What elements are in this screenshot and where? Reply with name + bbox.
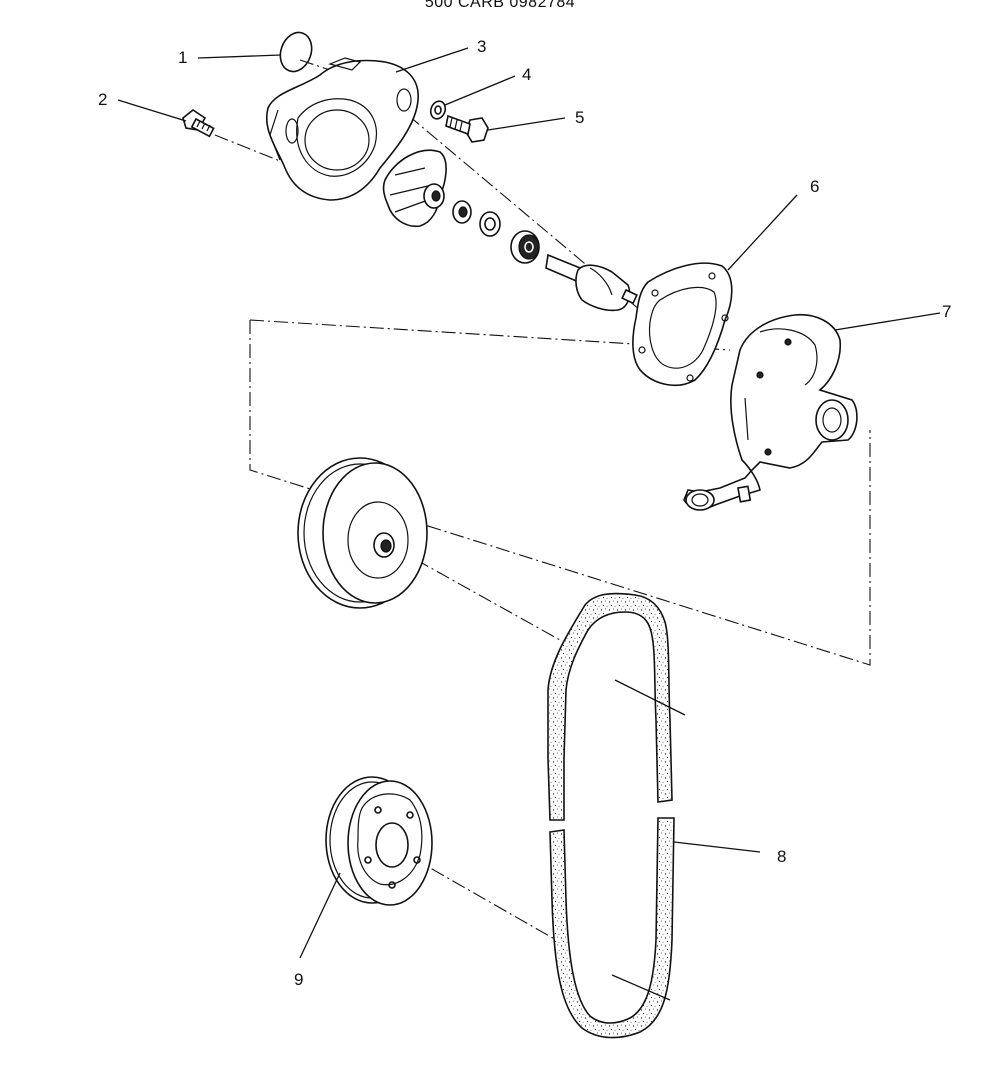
gasket-part bbox=[632, 262, 733, 387]
callout-numbers: 1 2 3 4 5 6 7 8 9 bbox=[98, 37, 951, 989]
shaft-bearing-part bbox=[545, 253, 638, 312]
seal-stack-part bbox=[452, 200, 540, 264]
callout-7: 7 bbox=[942, 302, 951, 321]
pump-cover-part bbox=[265, 57, 419, 201]
water-pump-pulley-part bbox=[297, 457, 428, 609]
bolt-part bbox=[445, 114, 489, 143]
washer-part bbox=[429, 100, 447, 120]
callout-3: 3 bbox=[477, 37, 486, 56]
callout-4: 4 bbox=[522, 65, 531, 84]
pump-housing-part bbox=[683, 313, 858, 511]
diagram-header: 500 CARB 0982784 bbox=[424, 0, 576, 11]
drive-pulley-part bbox=[325, 776, 433, 906]
callout-2: 2 bbox=[98, 90, 107, 109]
callout-6: 6 bbox=[810, 177, 819, 196]
leader-lines bbox=[117, 47, 941, 1001]
callout-5: 5 bbox=[575, 108, 584, 127]
fitting-part bbox=[182, 109, 215, 138]
callout-9: 9 bbox=[294, 970, 303, 989]
impeller-part bbox=[382, 149, 447, 228]
callout-8: 8 bbox=[777, 847, 786, 866]
o-ring-part bbox=[279, 31, 313, 73]
callout-1: 1 bbox=[178, 48, 187, 67]
v-belt-part bbox=[547, 592, 675, 1039]
